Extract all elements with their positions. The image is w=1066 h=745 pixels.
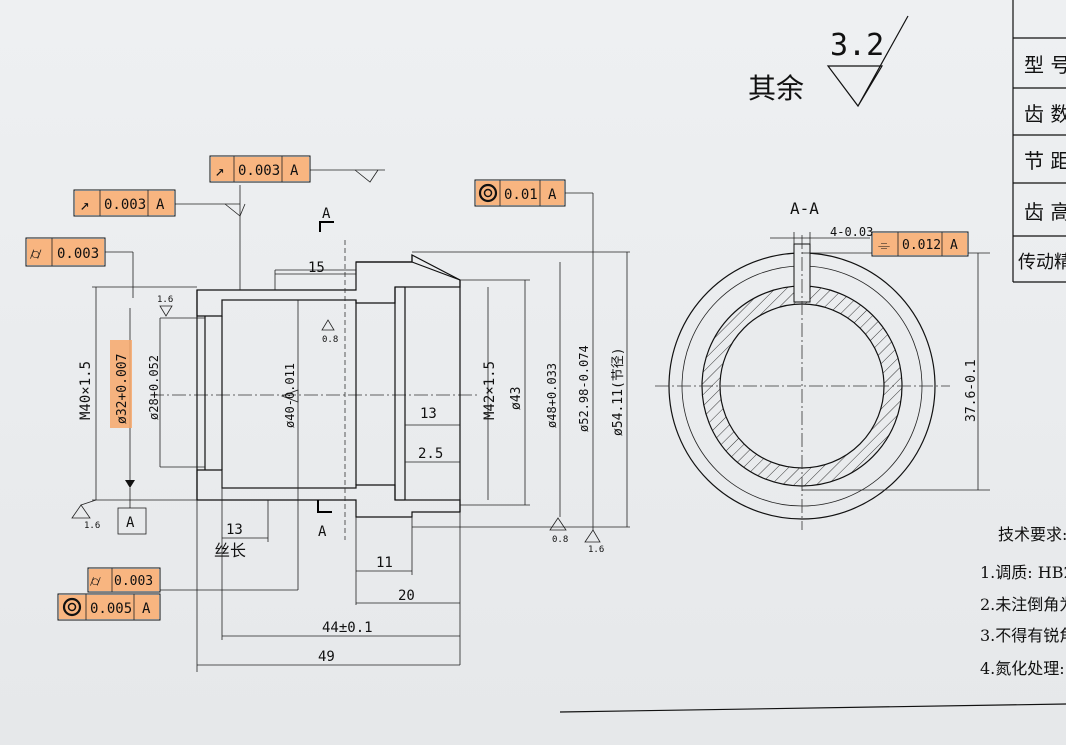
frame-value: 0.012 (902, 238, 941, 253)
table-cell-tooth-height: 齿 高 (1024, 200, 1066, 224)
dim-d54: ø54.11(节径) (611, 347, 626, 436)
dim-15: 15 (308, 260, 325, 276)
frame-value: 0.003 (57, 246, 99, 262)
roughness-symbol-icon (826, 15, 909, 108)
symmetry-icon: ⌯ (878, 236, 890, 254)
requirement-4: 4.氮化处理: (980, 659, 1065, 678)
roughness-mark-icon (549, 517, 567, 531)
tolerance-frame-concentricity-bottom: 0.005 A (57, 593, 161, 621)
dim-2-5: 2.5 (418, 446, 443, 462)
dim-d40: ø40-0.011 (283, 363, 297, 428)
roughness-rest-label: 其余 (748, 72, 804, 105)
frame-datum: A (142, 601, 151, 617)
roughness-mark-icon (584, 529, 601, 543)
table-cell-pitch: 节 距 (1024, 149, 1066, 173)
roughness-1-6-b: 1.6 (84, 521, 100, 531)
roughness-mark-icon (224, 203, 246, 217)
dim-d43: ø43 (509, 387, 524, 410)
frame-datum: A (950, 238, 958, 253)
section-mark-bottom: A (318, 524, 327, 540)
dim-m40: M40×1.5 (78, 361, 94, 420)
dim-d32: ø32+0.007 (115, 354, 130, 424)
requirement-1: 1.调质: HB2 (980, 563, 1066, 582)
table-cell-precision: 传动精度 (1018, 252, 1066, 273)
dim-44: 44±0.1 (322, 620, 373, 636)
section-view-a-a: A-A 4-0.03 37.6-0.1 (655, 199, 990, 530)
dim-d52: ø52.98-0.074 (577, 345, 591, 432)
roughness-1-6-a: 1.6 (157, 295, 173, 305)
roughness-mark-icon (280, 389, 299, 403)
requirement-2: 2.未注倒角为 (980, 595, 1066, 614)
title-block-table: 型 号 齿 数 节 距 齿 高 传动精度 (1012, 0, 1066, 283)
dim-49: 49 (318, 649, 335, 665)
roughness-0-8-b: 0.8 (552, 535, 568, 545)
frame-value: 0.003 (238, 163, 280, 179)
roughness-mark-icon (159, 305, 173, 317)
tolerance-frame-concentricity-top: 0.01 A (474, 179, 566, 207)
frame-datum: A (548, 187, 557, 203)
table-cell-model: 型 号 (1024, 53, 1066, 77)
dim-keyway-width: 4-0.03 (830, 225, 873, 239)
requirements-title: 技术要求: (998, 525, 1066, 544)
tolerance-frame-runout-left: ↗ 0.003 A (73, 189, 176, 217)
roughness-1-6-c: 1.6 (588, 545, 604, 555)
frame-datum: A (290, 163, 299, 179)
concentricity-icon (62, 597, 82, 617)
dim-d28: ø28+0.052 (147, 355, 161, 420)
dim-11: 11 (376, 555, 393, 571)
dim-37-6: 37.6-0.1 (964, 359, 979, 422)
general-roughness-note: 其余 3.2 (748, 15, 909, 108)
dim-m42: M42×1.5 (482, 361, 498, 420)
runout-icon: ↗ (80, 195, 90, 214)
tolerance-frame-cylindricity-bottom: ⌭ 0.003 (87, 567, 161, 593)
frame-value: 0.003 (104, 197, 146, 213)
frame-value: 0.003 (114, 574, 153, 589)
frame-datum: A (156, 197, 165, 213)
runout-icon: ↗ (215, 161, 225, 180)
dim-13-bottom: 13 (226, 522, 243, 538)
datum-triangle-icon (125, 480, 135, 488)
tolerance-frame-runout-top: ↗ 0.003 A (209, 155, 311, 183)
roughness-value: 3.2 (830, 28, 884, 63)
dim-20: 20 (398, 588, 415, 604)
section-title: A-A (790, 199, 819, 218)
roughness-0-8-a: 0.8 (322, 335, 338, 345)
requirement-3: 3.不得有锐角 (980, 626, 1066, 645)
dim-d48: ø48+0.033 (545, 363, 559, 428)
cylindricity-icon: ⌭ (30, 244, 42, 263)
cylindricity-icon: ⌭ (90, 572, 101, 590)
frame-value: 0.005 (90, 601, 132, 617)
thread-length-label: 丝长 (214, 541, 246, 560)
section-mark-top: A (322, 206, 331, 222)
dim-13-inner: 13 (420, 406, 437, 422)
roughness-mark-icon (321, 319, 335, 331)
main-section-view: A A A 15 13 2.5 13 丝长 11 20 44±0.1 (71, 169, 630, 672)
roughness-mark-icon (354, 169, 379, 183)
concentricity-icon (478, 183, 498, 203)
tolerance-frame-cylindricity-left: ⌭ 0.003 (25, 237, 106, 267)
frame-value: 0.01 (504, 187, 538, 203)
technical-requirements: 技术要求: 1.调质: HB2 2.未注倒角为 3.不得有锐角 4.氮化处理: (980, 525, 1066, 678)
datum-label: A (126, 515, 135, 531)
tolerance-frame-symmetry: ⌯ 0.012 A (871, 231, 969, 257)
roughness-mark-icon (71, 499, 97, 519)
table-cell-teeth: 齿 数 (1024, 102, 1066, 126)
